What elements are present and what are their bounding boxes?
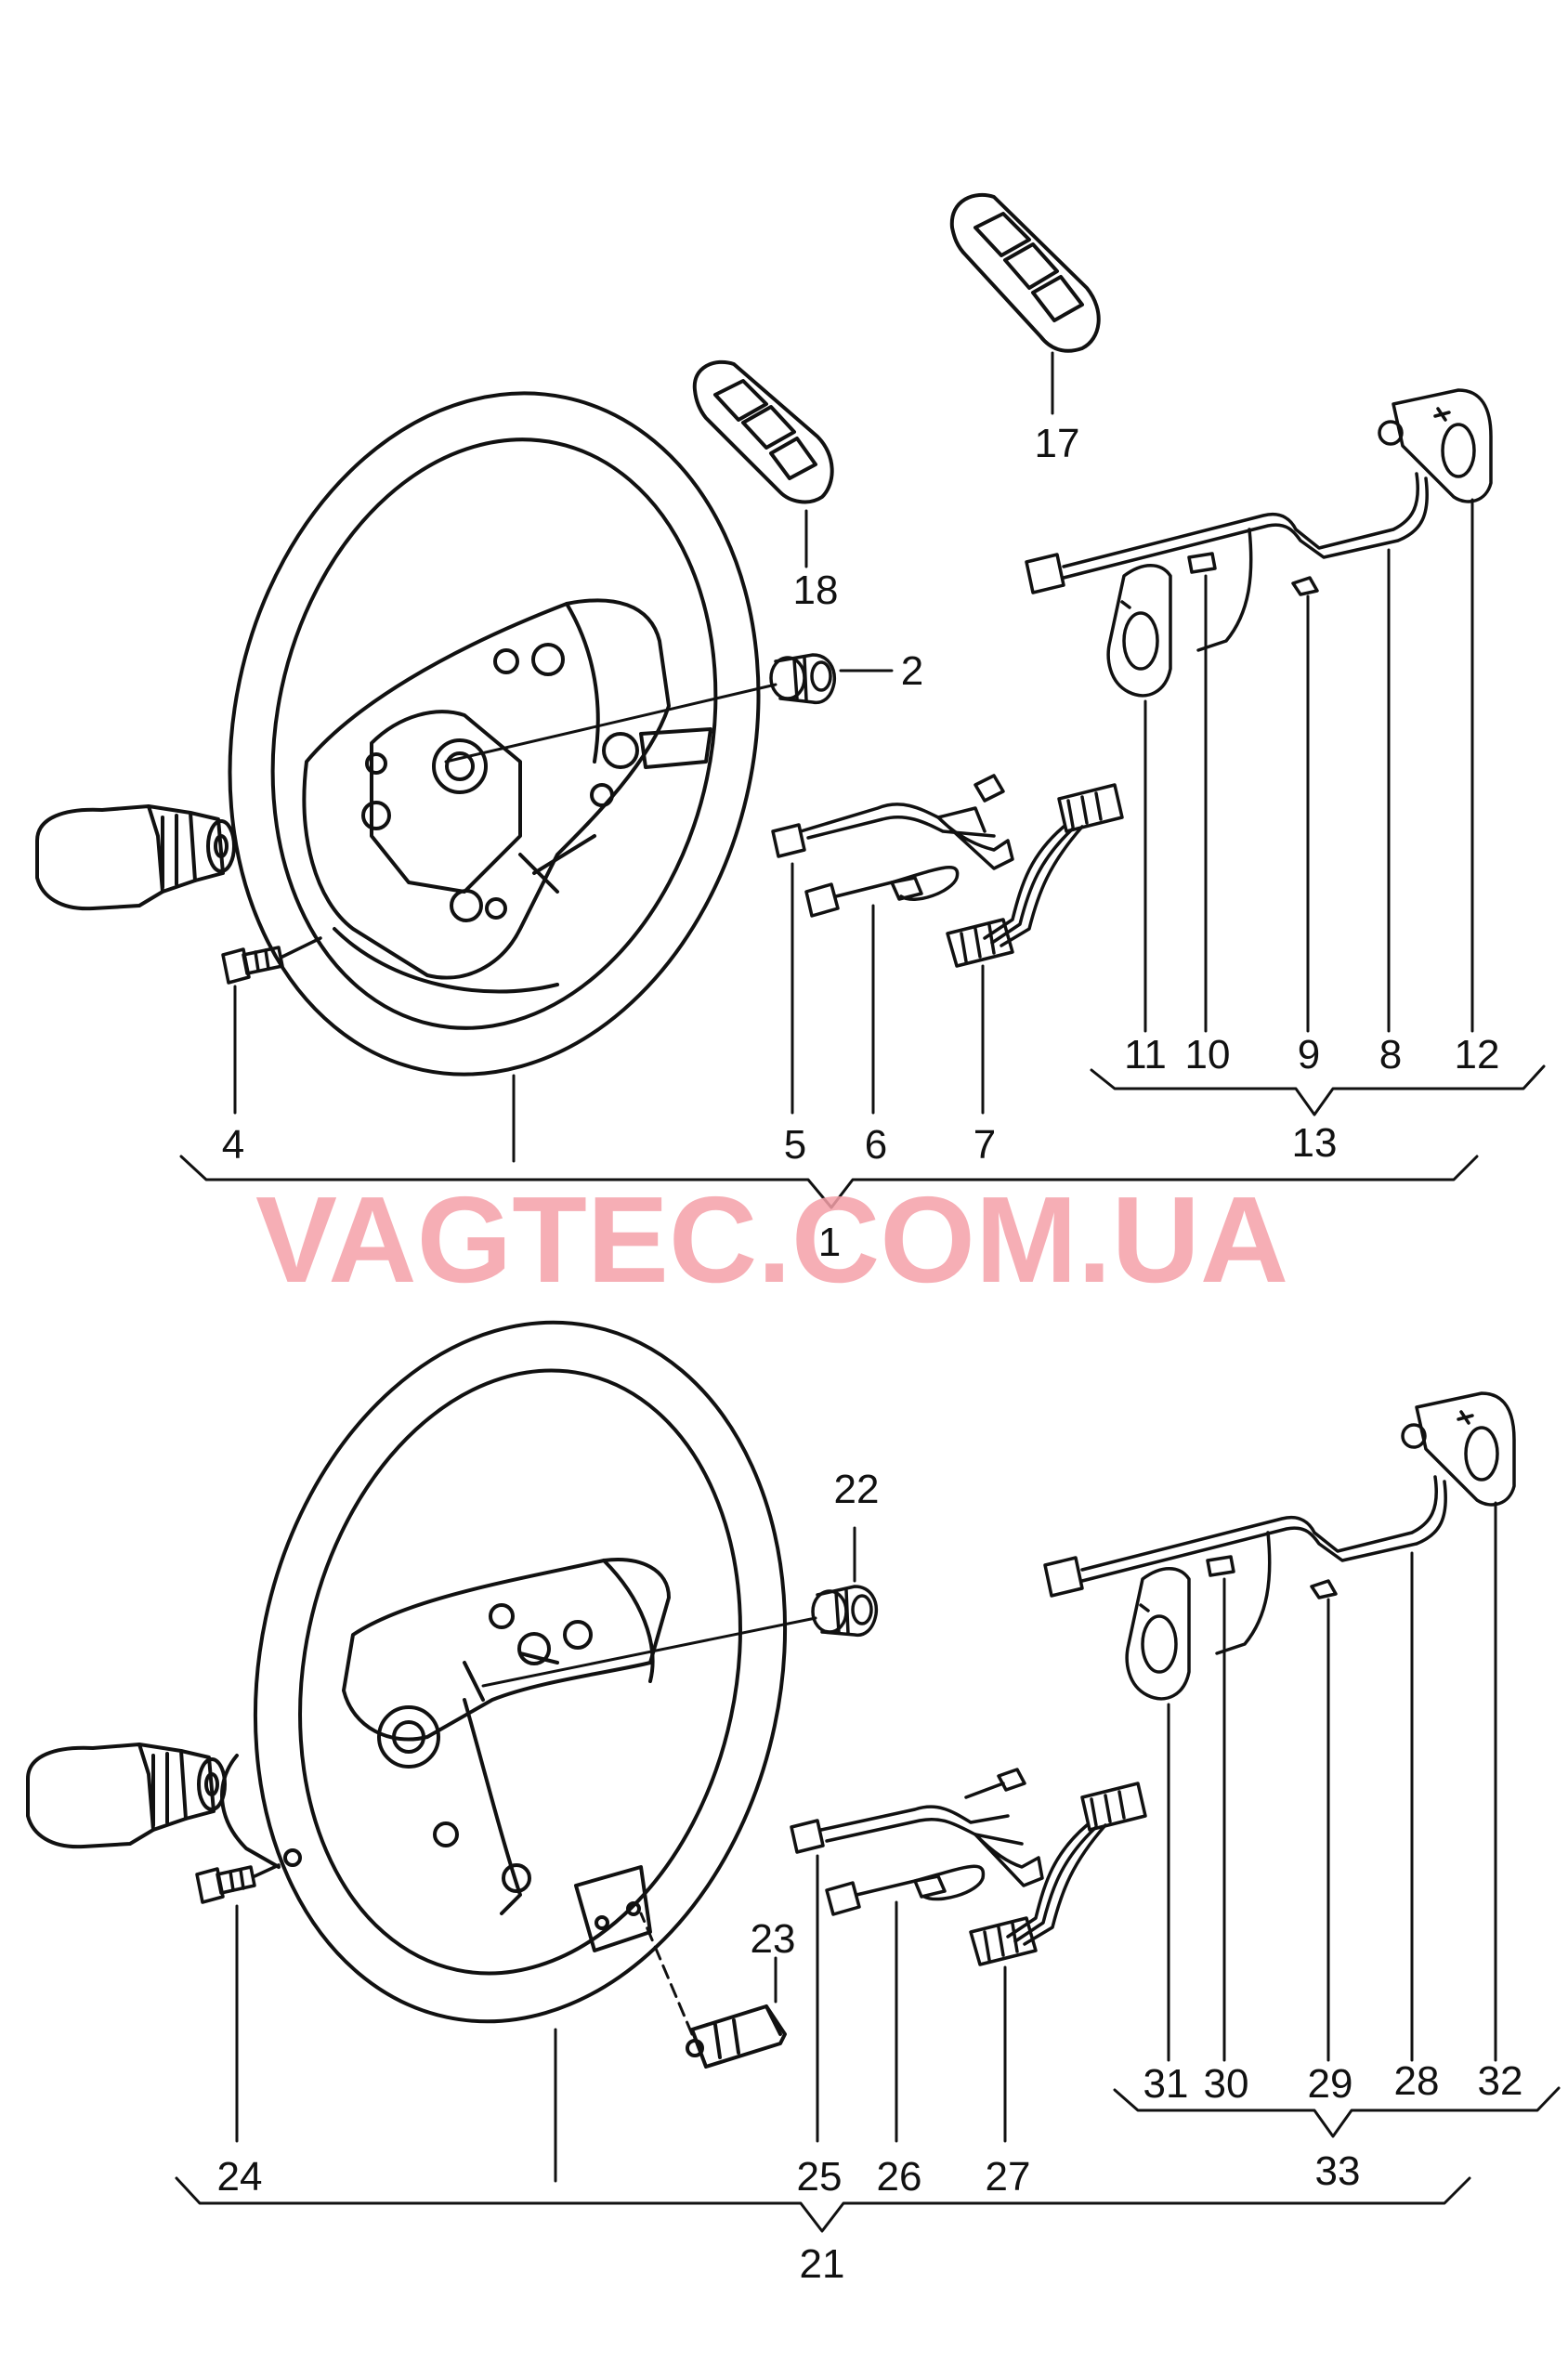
bottom-assembly: 21 22 23 24 25 26 27 28 29 30 31 32 33 [26, 1320, 1561, 2287]
wiring-harness-icon [804, 866, 960, 918]
steering-column-top [35, 804, 236, 911]
group-bracket [179, 1155, 1479, 1209]
group-bracket [175, 2176, 1471, 2233]
steering-wheel-bottom [220, 1320, 788, 2024]
connector-cable-icon [946, 783, 1124, 968]
callout-9: 9 [1298, 1032, 1320, 1077]
callout-2: 2 [901, 648, 923, 694]
button-panel-icon [692, 359, 834, 504]
control-unit-icon [686, 2004, 787, 2069]
callout-6: 6 [865, 1122, 887, 1168]
callout-29: 29 [1308, 2061, 1353, 2107]
callout-18: 18 [793, 568, 839, 613]
wiring-harness-icon [825, 1864, 986, 1916]
callout-8: 8 [1379, 1032, 1402, 1077]
callout-7: 7 [973, 1122, 996, 1168]
callout-13: 13 [1292, 1120, 1338, 1166]
leader-line [639, 1912, 694, 2036]
callout-21: 21 [800, 2241, 845, 2287]
switch-assembly-icon [1025, 388, 1493, 698]
bolt-icon [221, 936, 322, 985]
button-panel-icon [949, 192, 1101, 353]
callout-5: 5 [784, 1122, 806, 1168]
callout-25: 25 [797, 2154, 843, 2200]
bolt-icon [195, 1863, 281, 1904]
group-bracket [1113, 2086, 1561, 2138]
callout-30: 30 [1204, 2061, 1249, 2107]
steering-column-bottom [26, 1743, 227, 1849]
leader-line [444, 683, 777, 764]
steering-wheel-top [228, 391, 761, 1077]
callout-11: 11 [1124, 1032, 1167, 1077]
switch-assembly-icon [1043, 1391, 1516, 1701]
callout-28: 28 [1394, 2058, 1440, 2104]
callout-22: 22 [834, 1467, 880, 1512]
wiring-harness-icon [790, 1768, 1044, 1887]
callout-24: 24 [217, 2154, 263, 2200]
wiring-harness-icon [771, 774, 1014, 870]
callout-31: 31 [1143, 2061, 1189, 2107]
plug-icon [811, 1585, 879, 1638]
callout-1: 1 [818, 1220, 841, 1265]
leader-line [481, 1616, 817, 1688]
callout-4: 4 [222, 1122, 244, 1168]
callout-23: 23 [751, 1916, 796, 1962]
top-assembly: 1 2 4 5 6 7 8 9 10 11 12 13 17 18 [35, 192, 1546, 1265]
callout-26: 26 [877, 2154, 922, 2200]
callout-33: 33 [1315, 2148, 1361, 2194]
callout-12: 12 [1455, 1032, 1500, 1077]
callout-32: 32 [1478, 2058, 1523, 2104]
group-bracket [1090, 1064, 1546, 1116]
callout-10: 10 [1185, 1032, 1231, 1077]
callout-17: 17 [1035, 421, 1080, 466]
callout-27: 27 [986, 2154, 1031, 2200]
watermark: VAGTEC.COM.UA [255, 1171, 1288, 1308]
plug-icon [769, 653, 837, 705]
connector-cable-icon [969, 1782, 1147, 1966]
